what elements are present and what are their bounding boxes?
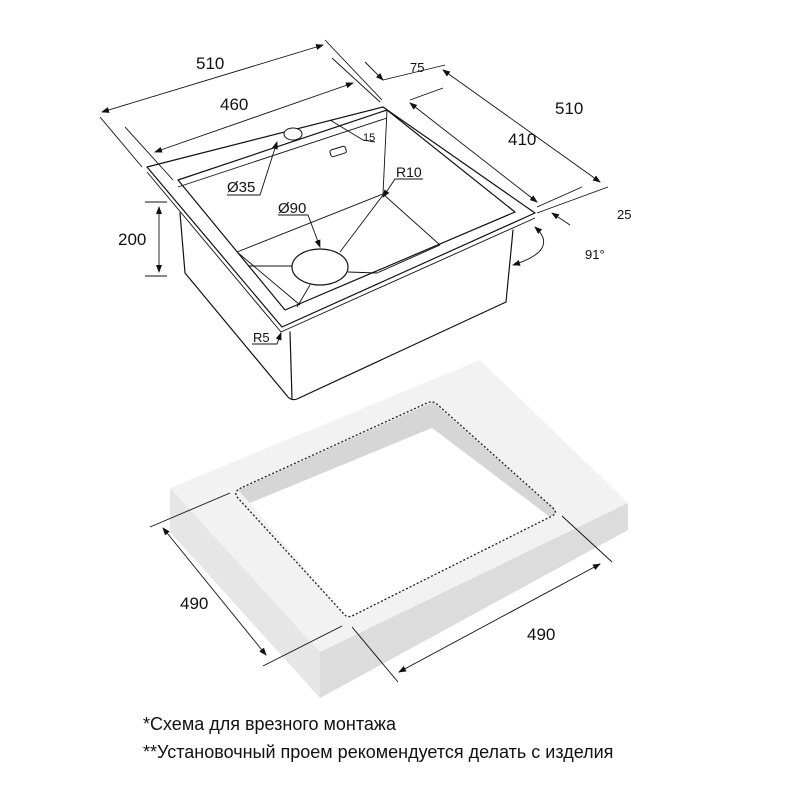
dim-rim-offset: 75 (410, 60, 424, 75)
dimension-lines (99, 39, 613, 683)
dim-tap-hole: Ø35 (227, 179, 255, 196)
sink-rim (146, 106, 536, 328)
dim-cutout-depth: 490 (180, 594, 208, 613)
overflow-icon (329, 145, 347, 158)
countertop (170, 360, 628, 698)
dim-bowl-depth: 410 (508, 130, 536, 149)
dim-wall-angle: 91° (585, 247, 605, 262)
dim-overall-depth: 510 (555, 99, 583, 118)
dim-bowl-width: 460 (220, 95, 248, 114)
sink-bowl-top (177, 109, 516, 311)
tap-hole-icon (283, 127, 303, 141)
cutout-opening (250, 428, 550, 618)
dim-outer-radius: R5 (253, 330, 270, 345)
dim-drain: Ø90 (278, 200, 306, 217)
dim-rim-height: 25 (617, 207, 631, 222)
dim-cutout-width: 490 (527, 625, 555, 644)
dim-inner-radius: R10 (396, 164, 422, 180)
sink (146, 106, 536, 401)
note-mounting-scheme: *Схема для врезного монтажа (143, 714, 396, 734)
dim-depth: 200 (118, 230, 146, 249)
cutout-back-walls (238, 402, 557, 517)
drain (291, 248, 349, 286)
sink-bowl-bottom (236, 193, 441, 253)
cutout-outline (235, 401, 556, 618)
dim-overall-width: 510 (196, 54, 224, 73)
dim-lip: 15 (363, 132, 375, 144)
note-cutout-recommendation: **Установочный проем рекомендуется делат… (143, 742, 614, 762)
